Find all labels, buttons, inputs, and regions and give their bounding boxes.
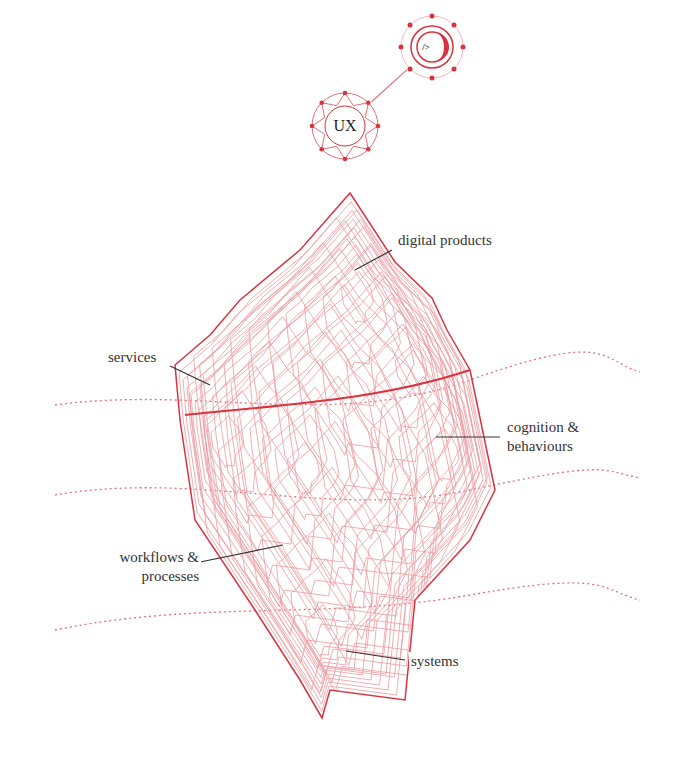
- contour-line: [275, 415, 339, 520]
- star-dot: [343, 157, 348, 162]
- contour-lines: [179, 202, 491, 712]
- star-dot: [319, 100, 324, 105]
- contour-line: [213, 276, 437, 643]
- contour-line: [200, 210, 488, 683]
- contour-line: [248, 422, 408, 685]
- layer-label: cognition & behaviours: [505, 418, 619, 456]
- contour-line: [343, 350, 471, 560]
- iceberg-outline: [175, 193, 495, 718]
- contour-line: [179, 218, 467, 691]
- contour-line: [287, 298, 479, 613]
- code-icon-node: />: [417, 32, 447, 62]
- contour-line: [277, 513, 373, 671]
- star-dot: [310, 124, 315, 129]
- contour-line: [262, 467, 390, 677]
- star-dot: [319, 147, 324, 152]
- contour-line: [200, 248, 456, 668]
- node-text: />: [422, 42, 430, 52]
- connector-line: [372, 70, 407, 102]
- waterline: [185, 370, 470, 415]
- layer-label: digital products: [396, 231, 494, 250]
- contour-line: [371, 327, 435, 432]
- star-dot: [366, 100, 371, 105]
- contour-line: [249, 243, 473, 610]
- contour-line: [231, 219, 455, 586]
- ux-star: [312, 93, 378, 159]
- contour-line: [233, 376, 425, 691]
- contour-line: [203, 219, 491, 692]
- leader-lines: [170, 250, 500, 660]
- star-dot: [366, 147, 371, 152]
- contour-line: [250, 359, 378, 569]
- layer-label: services: [106, 348, 158, 367]
- star-dots: [310, 91, 381, 162]
- code-icon: [399, 14, 466, 81]
- star-dot: [343, 91, 348, 96]
- layer-label: systems: [409, 652, 461, 671]
- contour-line: [204, 284, 460, 704]
- contour-line: [298, 277, 458, 540]
- ux-node: UX: [326, 107, 364, 145]
- contour-line: [291, 559, 355, 664]
- star-dot: [376, 124, 381, 129]
- node-text: UX: [333, 117, 356, 135]
- layer-label: workflows & processes: [85, 548, 201, 586]
- contour-line: [263, 387, 359, 545]
- contour-line: [188, 221, 476, 694]
